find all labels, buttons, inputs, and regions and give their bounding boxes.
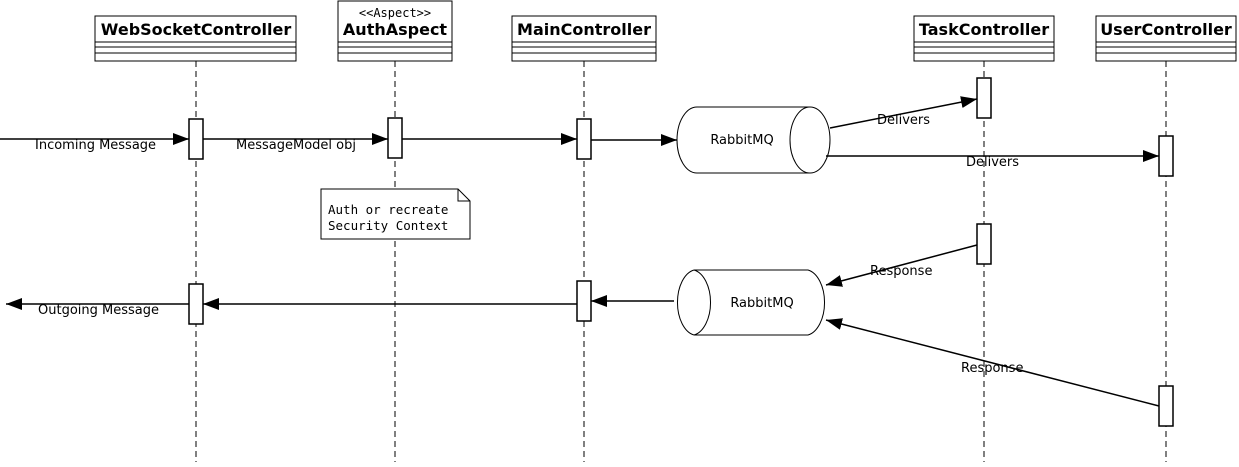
label-response-user: Response [961,361,1023,376]
label-message-model: MessageModel obj [236,138,356,153]
activation-websocket-in [188,118,204,160]
activation-user-out [1158,385,1174,427]
participant-name: MainController [517,20,651,39]
note-line-1: Auth or recreate [328,202,448,217]
activation-main-out [576,280,592,322]
activation-auth [387,117,403,159]
participant-name: AuthAspect [343,20,448,39]
note-auth: Auth or recreate Security Context [320,188,471,240]
queue-label: RabbitMQ [730,296,793,311]
label-outgoing-message: Outgoing Message [38,303,159,318]
participant-name: TaskController [919,20,1049,39]
activation-user-in [1158,135,1174,177]
participant-main-controller: MainController [511,15,657,62]
label-response-task: Response [870,264,932,279]
label-incoming-message: Incoming Message [35,138,156,153]
queue-rabbitmq-response: RabbitMQ [676,269,826,336]
activation-task-in [976,77,992,119]
queue-label: RabbitMQ [710,133,773,148]
participant-auth-aspect: <<Aspect>> AuthAspect [337,0,453,62]
participant-name: UserController [1100,20,1232,39]
queue-rabbitmq-request: RabbitMQ [676,106,831,174]
participant-name: WebSocketController [101,20,292,39]
participant-task-controller: TaskController [913,15,1055,62]
arrow-delivers-task [829,96,978,129]
label-delivers-task: Delivers [877,113,930,128]
note-line-2: Security Context [328,218,448,233]
participant-stereotype: <<Aspect>> [359,6,431,20]
participant-user-controller: UserController [1095,15,1237,62]
label-delivers-user: Delivers [966,155,1019,170]
participant-websocket-controller: WebSocketController [94,15,297,62]
activation-websocket-out [188,283,204,325]
arrow-response-task [825,244,978,287]
activation-main-in [576,118,592,160]
arrow-response-user [825,318,1160,407]
activation-task-out [976,223,992,265]
